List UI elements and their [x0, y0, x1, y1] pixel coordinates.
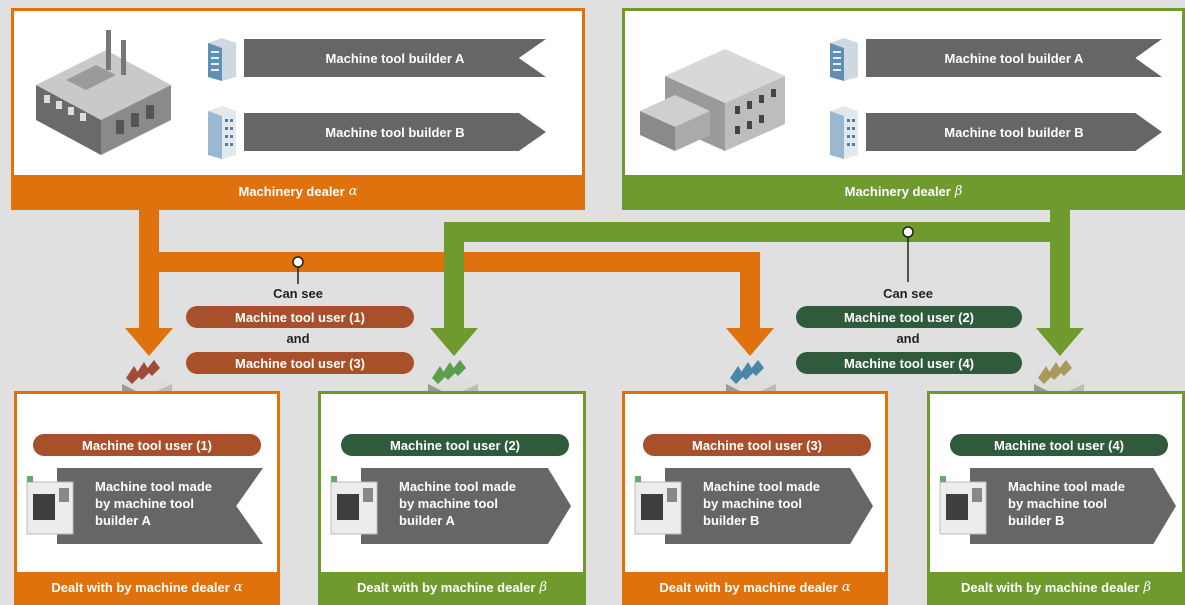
office-building-icon [640, 49, 785, 151]
office-building-icon [208, 38, 236, 81]
and-label: and [286, 331, 310, 346]
office-building-icon [830, 38, 858, 81]
can-see-label: Can see [883, 286, 933, 301]
builder-a-label: Machine tool builder A [244, 39, 546, 77]
cnc-machine-icon [634, 476, 682, 535]
visible-user-pill: Machine tool user (2) [796, 306, 1022, 328]
cnc-machine-icon [330, 476, 378, 535]
dealer-beta-panel: Machine tool builder A Machine tool buil… [622, 8, 1185, 210]
visibility-connectors [292, 226, 914, 284]
factory-icon [36, 30, 171, 155]
and-label: and [896, 331, 920, 346]
beta-flow [430, 208, 1084, 356]
builder-b-label: Machine tool builder B [244, 113, 546, 151]
dealer-alpha-panel: Machine tool builder A Machine tool buil… [11, 8, 585, 210]
visible-user-pill: Machine tool user (3) [186, 352, 414, 374]
visible-user-pill: Machine tool user (4) [796, 352, 1022, 374]
cnc-machine-icon [26, 476, 74, 535]
builder-a-label: Machine tool builder A [866, 39, 1162, 77]
user-name-pill: Machine tool user (2) [341, 434, 569, 456]
user-name-pill: Machine tool user (3) [643, 434, 871, 456]
office-building-icon [208, 106, 236, 159]
office-building-icon [830, 106, 858, 159]
visible-user-pill: Machine tool user (1) [186, 306, 414, 328]
user-name-pill: Machine tool user (1) [33, 434, 261, 456]
user-name-pill: Machine tool user (4) [950, 434, 1168, 456]
builder-b-label: Machine tool builder B [866, 113, 1162, 151]
cnc-machine-icon [939, 476, 987, 535]
can-see-label: Can see [273, 286, 323, 301]
